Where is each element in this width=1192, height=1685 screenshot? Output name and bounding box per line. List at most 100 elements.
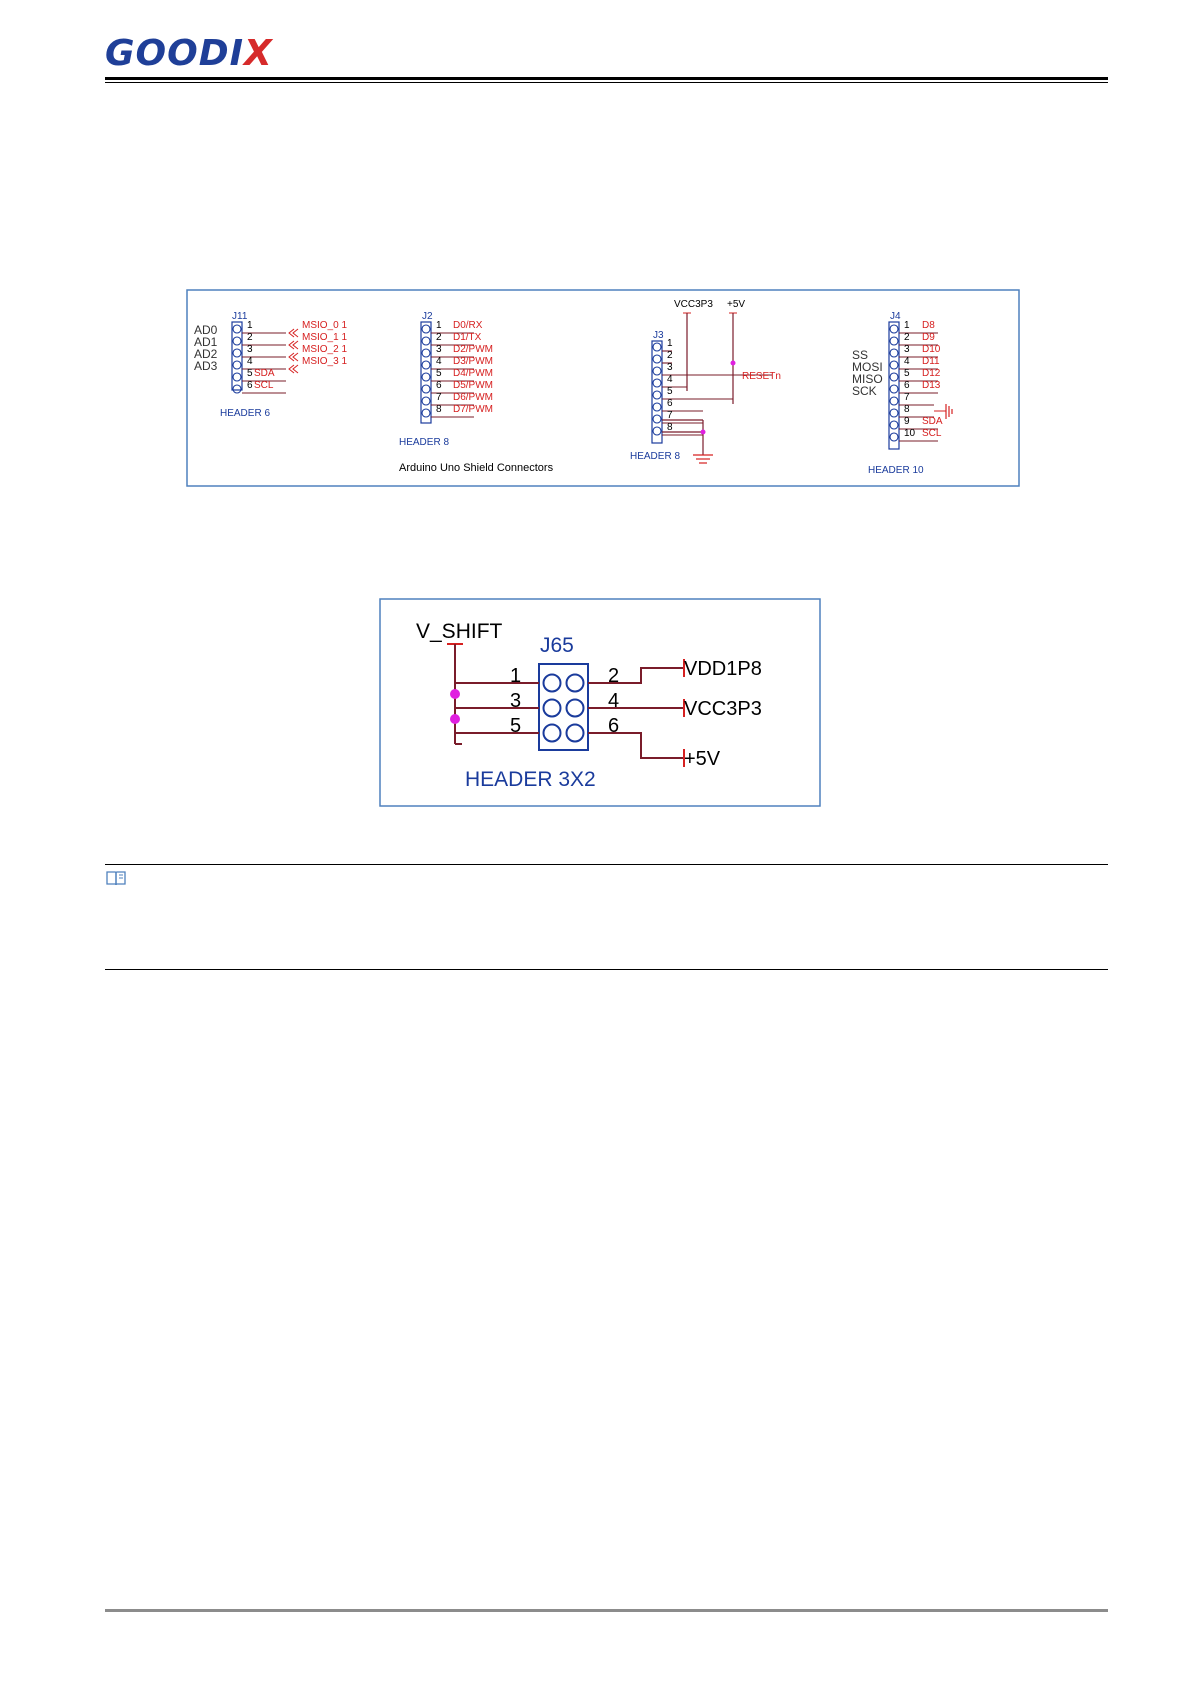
j2-pin-number: 2 bbox=[436, 332, 442, 343]
j4-pin-number: 8 bbox=[904, 404, 910, 415]
j11-pin-number: 6 bbox=[247, 380, 253, 391]
j4-pin-circle bbox=[889, 348, 899, 358]
j65-right-pin: 4 bbox=[608, 690, 619, 712]
j4-net-label: D11 bbox=[922, 356, 940, 367]
j11-port-chevron bbox=[288, 352, 299, 362]
j4-net-label: D10 bbox=[922, 344, 941, 355]
j11-pin-circle bbox=[232, 372, 242, 382]
j11-net-label: SDA bbox=[254, 368, 275, 379]
j11-port-chevron bbox=[288, 328, 299, 338]
j2-pin-number: 4 bbox=[436, 356, 442, 367]
j2-pin-number: 5 bbox=[436, 368, 442, 379]
j3-pin-circle bbox=[652, 414, 662, 424]
j2-pin-number: 8 bbox=[436, 404, 442, 415]
j3-pin-number: 4 bbox=[667, 374, 673, 385]
j3-power-label-0: VCC3P3 bbox=[674, 299, 713, 310]
j2-net-label: D3/PWM bbox=[453, 356, 493, 367]
j3-type: HEADER 8 bbox=[630, 451, 680, 462]
j4-pin-number: 9 bbox=[904, 416, 910, 427]
j4-type: HEADER 10 bbox=[868, 465, 924, 476]
j65-right-pin: 6 bbox=[608, 715, 619, 737]
j11-pin-number: 5 bbox=[247, 368, 253, 379]
note-top-rule bbox=[105, 864, 1108, 865]
j4-pin-circle bbox=[889, 372, 899, 382]
goodix-logo: GOODIX bbox=[105, 33, 273, 74]
j11-net-label: MSIO_1 1 bbox=[302, 332, 347, 343]
j11-net-label: MSIO_0 1 bbox=[302, 320, 347, 331]
j3-ref: J3 bbox=[653, 330, 664, 341]
j3-pin-number: 8 bbox=[667, 422, 673, 433]
j3-junction bbox=[730, 360, 736, 366]
j11-pin-number: 3 bbox=[247, 344, 253, 355]
j11-net-label: SCL bbox=[254, 380, 274, 391]
j11-net-label: MSIO_3 1 bbox=[302, 356, 347, 367]
j11-pin-circle bbox=[232, 384, 242, 394]
j65-left-pin: 1 bbox=[510, 665, 521, 687]
j3-pin-circle bbox=[652, 366, 662, 376]
j65-right-wire bbox=[588, 732, 684, 759]
j4-ref: J4 bbox=[890, 311, 901, 322]
j2-pin-circle bbox=[421, 372, 431, 382]
j11-ref: J11 bbox=[232, 311, 248, 322]
header-rule-thin bbox=[105, 82, 1108, 83]
j11-net-label: MSIO_2 1 bbox=[302, 344, 347, 355]
j3-pin-circle bbox=[652, 342, 662, 352]
j2-net-label: D6/PWM bbox=[453, 392, 493, 403]
j4-pin-number: 2 bbox=[904, 332, 910, 343]
j11-pin-circle bbox=[232, 324, 242, 334]
j2-pin-circle bbox=[421, 396, 431, 406]
header-rule-thick bbox=[105, 77, 1108, 80]
j2-pin-circle bbox=[421, 360, 431, 370]
j4-pin-number: 1 bbox=[904, 320, 910, 331]
j65-hole bbox=[542, 723, 562, 743]
j2-net-label: D5/PWM bbox=[453, 380, 493, 391]
j11-left-label-2: AD2 bbox=[194, 347, 218, 361]
j2-pin-number: 1 bbox=[436, 320, 442, 331]
j3-pin-circle bbox=[652, 426, 662, 436]
book-icon bbox=[106, 871, 126, 886]
j4-net-label: D9 bbox=[922, 332, 935, 343]
j65-right-pin: 2 bbox=[608, 665, 619, 687]
j65-left-pin: 3 bbox=[510, 690, 521, 712]
j4-left-label-1: MOSI bbox=[852, 360, 883, 374]
j4-pin-number: 4 bbox=[904, 356, 910, 367]
j11-port-chevron bbox=[288, 340, 299, 350]
j3-pin-number: 5 bbox=[667, 386, 673, 397]
j4-left-label-2: MISO bbox=[852, 372, 883, 386]
j2-net-label: D0/RX bbox=[453, 320, 483, 331]
arduino-connectors-figure: J11 1 MSIO_0 1 2 MSIO_1 1 3 MSIO_2 1 4 MSIO_3 1… bbox=[186, 289, 1020, 487]
j2-pin-circle bbox=[421, 324, 431, 334]
j65-left-pin: 5 bbox=[510, 715, 521, 737]
j3-reset-net: RESETn bbox=[742, 371, 781, 382]
j2-pin-circle bbox=[421, 408, 431, 418]
j3-pin-number: 6 bbox=[667, 398, 673, 409]
footer-rule bbox=[105, 1609, 1108, 1612]
j65-output-label: VDD1P8 bbox=[684, 658, 762, 680]
j2-pin-circle bbox=[421, 348, 431, 358]
j4-pin-circle bbox=[889, 324, 899, 334]
j4-pin-circle bbox=[889, 408, 899, 418]
j2-type: HEADER 8 bbox=[399, 437, 449, 448]
j4-left-label-3: SCK bbox=[852, 384, 877, 398]
j11-pin-circle bbox=[232, 336, 242, 346]
j3-pin-number: 2 bbox=[667, 350, 673, 361]
j65-hole bbox=[565, 698, 585, 718]
j11-port-chevron bbox=[288, 364, 299, 374]
j4-pin-circle bbox=[889, 336, 899, 346]
j2-pin-number: 6 bbox=[436, 380, 442, 391]
j11-pin-number: 1 bbox=[247, 320, 253, 331]
j2-net-label: D7/PWM bbox=[453, 404, 493, 415]
j2-pin-number: 3 bbox=[436, 344, 442, 355]
j4-pin-number: 10 bbox=[904, 428, 916, 439]
j4-pin-number: 3 bbox=[904, 344, 910, 355]
j4-pin-circle bbox=[889, 360, 899, 370]
j3-pin-number: 3 bbox=[667, 362, 673, 373]
j4-pin-number: 6 bbox=[904, 380, 910, 391]
j65-output-label: +5V bbox=[684, 748, 721, 770]
j65-output-label: VCC3P3 bbox=[684, 698, 762, 720]
j4-pin-circle bbox=[889, 396, 899, 406]
j3-pin-circle bbox=[652, 402, 662, 412]
